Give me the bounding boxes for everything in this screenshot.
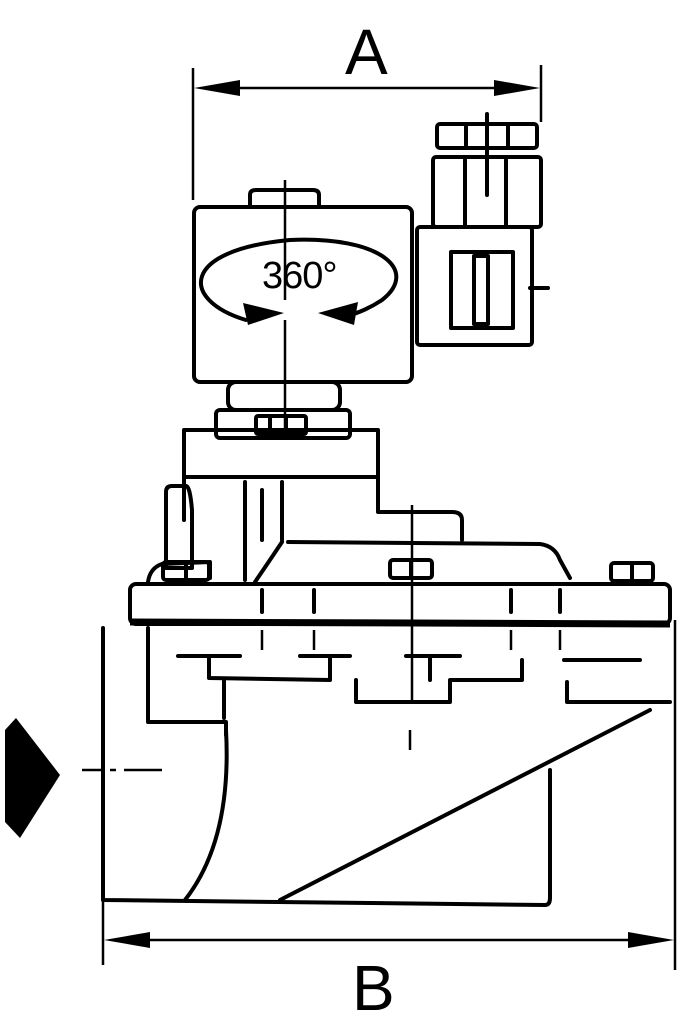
dimension-a-line — [191, 65, 543, 200]
flange-plate — [128, 582, 672, 628]
rotation-label: 360° — [262, 255, 338, 297]
valve-body — [101, 626, 672, 907]
connector-plug — [415, 112, 550, 347]
flange-bolts — [146, 558, 655, 584]
dimension-b-line — [101, 620, 677, 970]
inlet-flow-arrow-icon — [5, 718, 162, 838]
pilot-body — [164, 475, 572, 700]
dimension-b-label: B — [352, 952, 395, 1024]
dimension-a-label: A — [345, 16, 388, 88]
armature-stem — [182, 380, 380, 479]
